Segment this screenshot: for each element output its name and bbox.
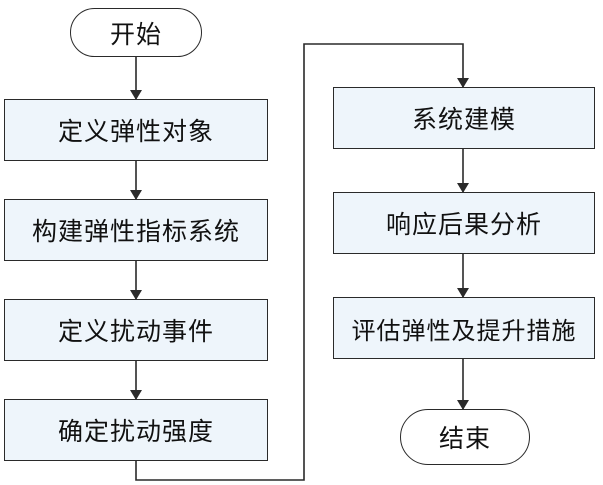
step-label: 确定扰动强度 <box>57 417 214 446</box>
end-node: 结束 <box>400 409 530 465</box>
step-system-modeling: 系统建模 <box>333 87 595 149</box>
end-label: 结束 <box>438 424 491 453</box>
start-label: 开始 <box>109 19 162 49</box>
step-build-indicator-system: 构建弹性指标系统 <box>4 199 268 261</box>
step-define-object: 定义弹性对象 <box>4 99 268 161</box>
step-label: 定义扰动事件 <box>57 317 214 346</box>
step-label: 系统建模 <box>411 105 516 134</box>
step-define-disturbance: 定义扰动事件 <box>4 299 268 361</box>
step-evaluate-resilience: 评估弹性及提升措施 <box>333 297 595 359</box>
step-label: 构建弹性指标系统 <box>31 217 240 246</box>
step-response-analysis: 响应后果分析 <box>333 192 595 254</box>
step-label: 评估弹性及提升措施 <box>351 316 577 345</box>
step-label: 定义弹性对象 <box>57 117 214 146</box>
start-node: 开始 <box>70 8 202 57</box>
step-determine-intensity: 确定扰动强度 <box>4 399 268 461</box>
connector-left-to-right <box>135 43 469 481</box>
step-label: 响应后果分析 <box>385 210 542 239</box>
